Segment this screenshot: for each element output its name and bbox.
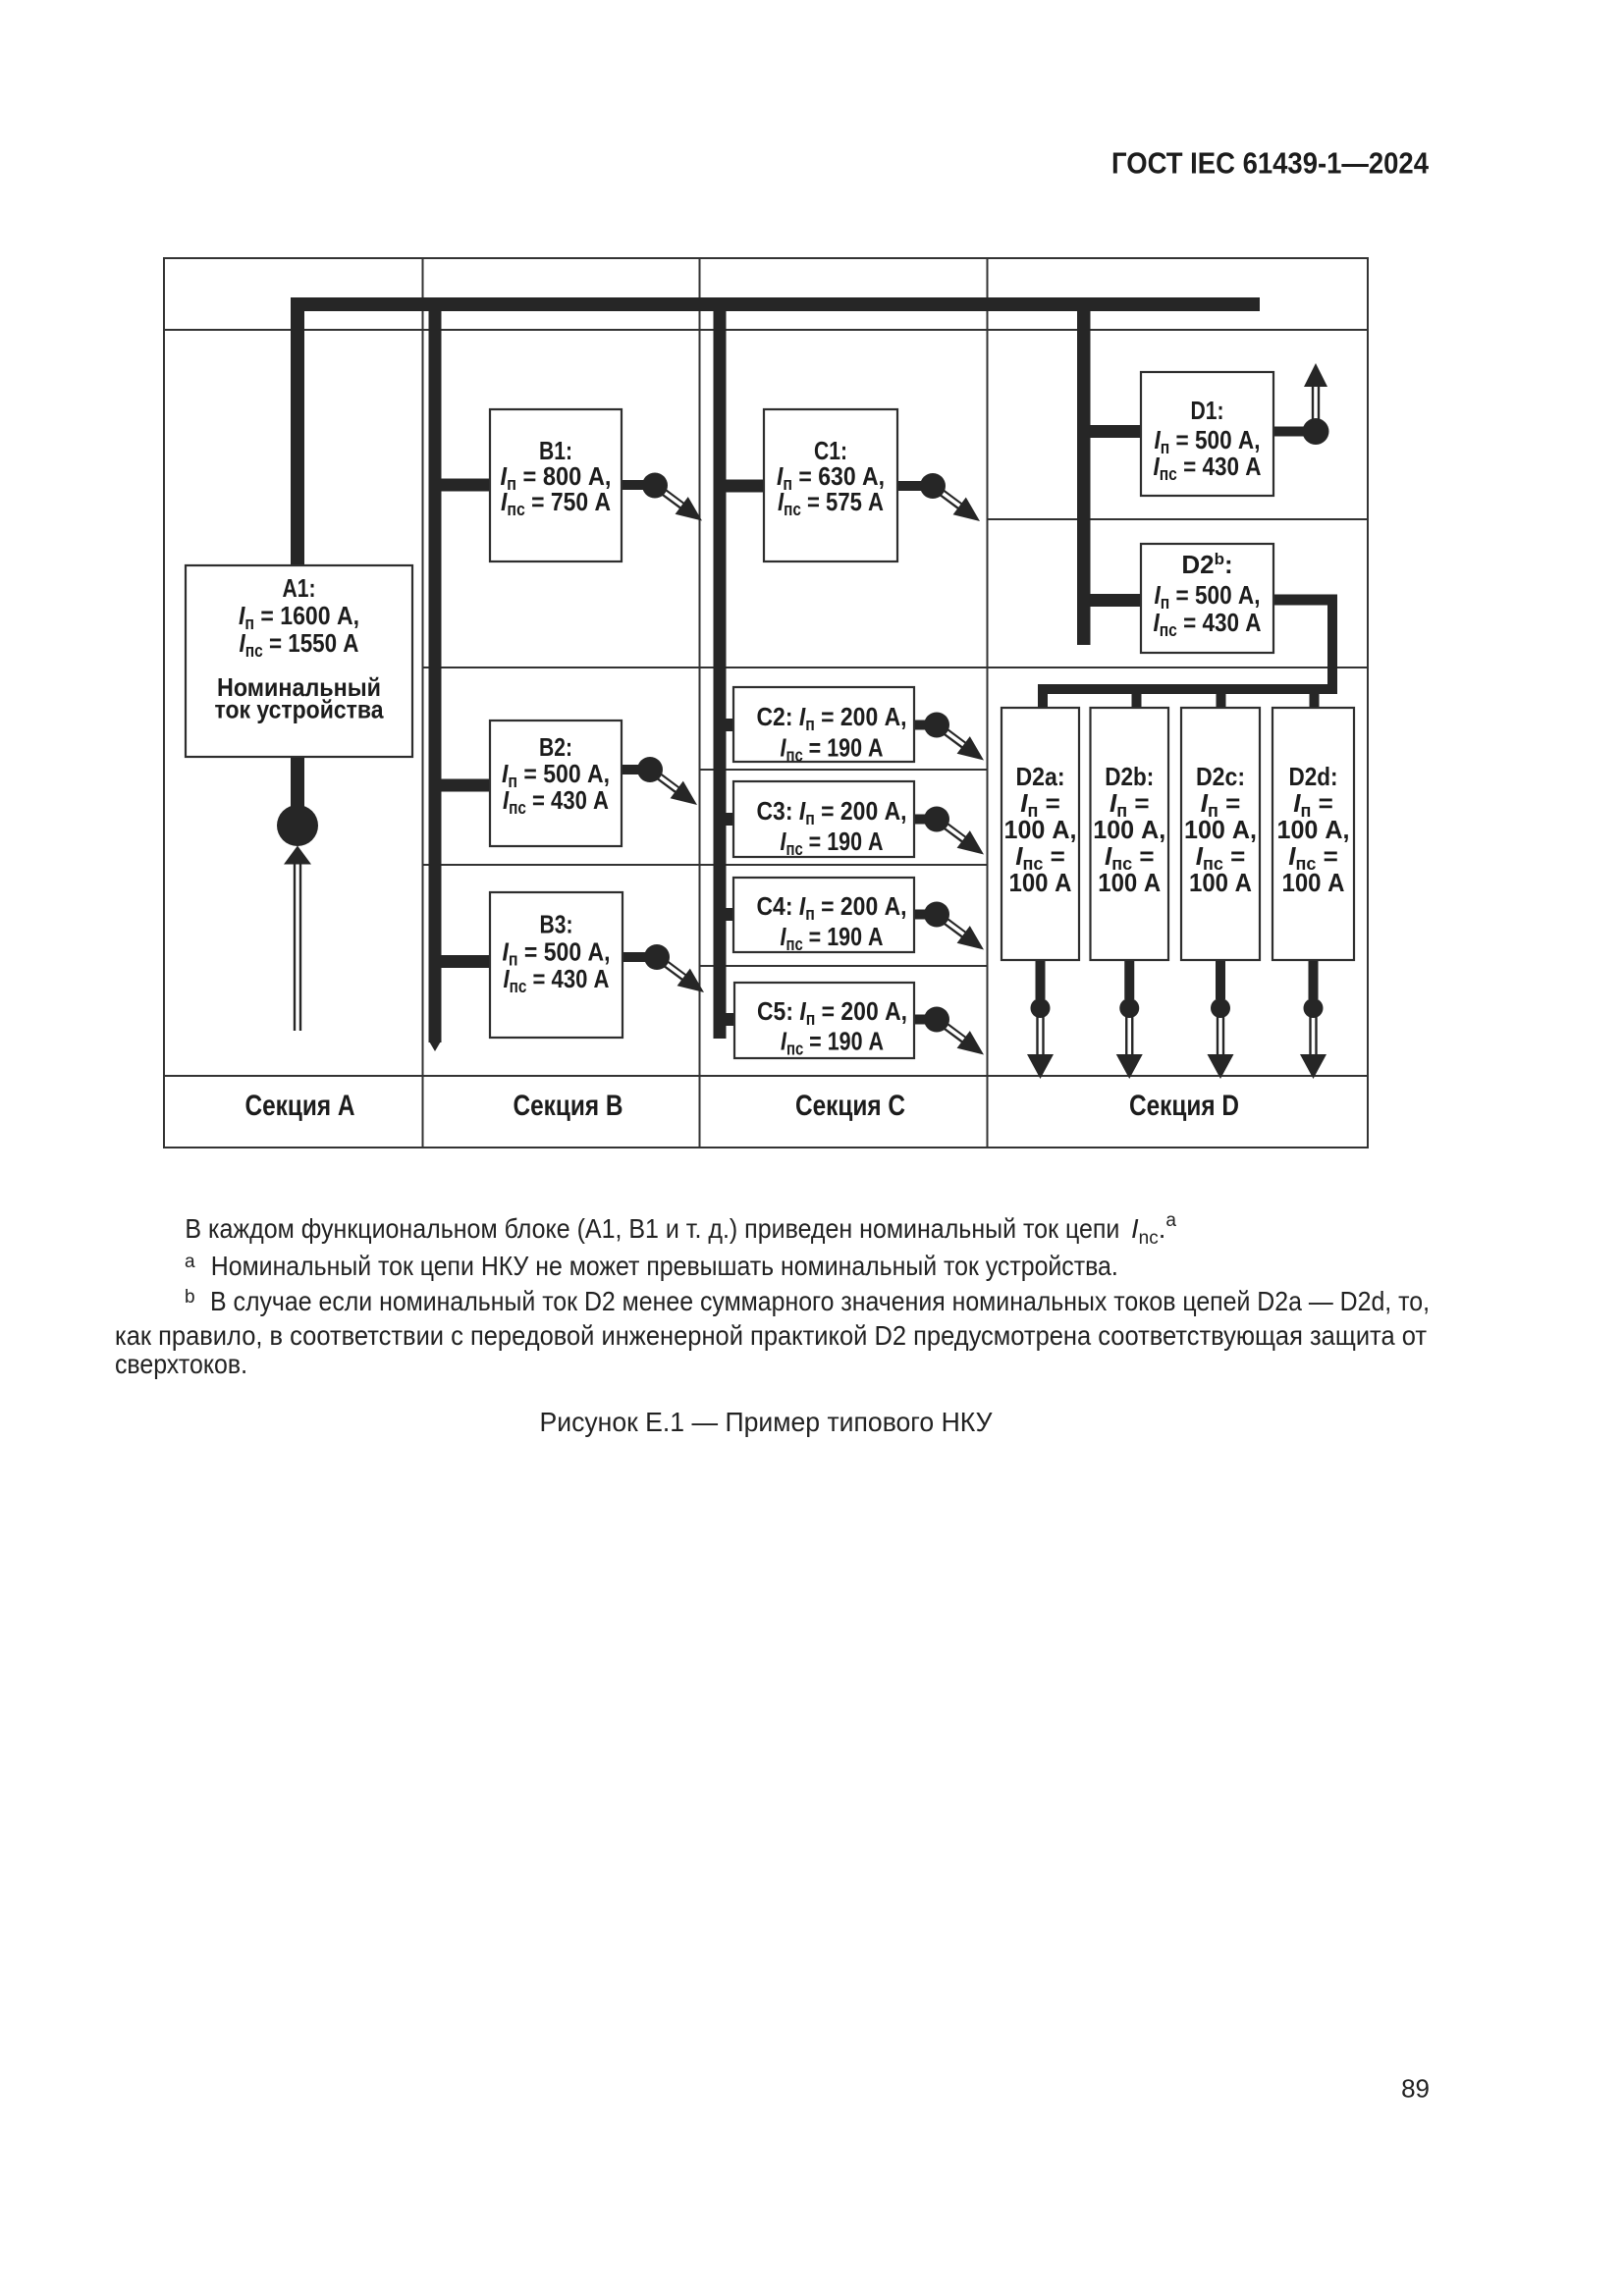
svg-text:Iпс = 430 А: Iпс = 430 А <box>503 785 609 818</box>
svg-text:Номинальный: Номинальный <box>217 672 381 702</box>
svg-text:Секция В: Секция В <box>514 1090 623 1122</box>
svg-text:В каждом функциональном блоке: В каждом функциональном блоке (А1, В1 и … <box>185 1213 1119 1244</box>
svg-text:Секция D: Секция D <box>1129 1090 1239 1122</box>
svg-text:Iп =: Iп = <box>1020 788 1060 821</box>
svg-text:С2: Iп = 200 А,: С2: Iп = 200 А, <box>757 702 907 734</box>
svg-text:D2a:: D2a: <box>1016 762 1065 791</box>
svg-text:100 А,: 100 А, <box>1093 815 1165 844</box>
svg-text:А1:: А1: <box>283 573 316 603</box>
svg-text:100 А,: 100 А, <box>1277 815 1350 844</box>
svg-text:Секция А: Секция А <box>245 1090 355 1122</box>
svg-text:В1:: В1: <box>539 436 572 465</box>
svg-text:сверхтоков.: сверхтоков. <box>115 1349 247 1379</box>
svg-text:Iпс = 1550 А: Iпс = 1550 А <box>240 628 359 661</box>
svg-text:Iп = 500 А,: Iп = 500 А, <box>1155 580 1261 613</box>
svg-text:D1:: D1: <box>1191 396 1224 425</box>
svg-text:В2:: В2: <box>539 732 572 762</box>
svg-text:D2c:: D2c: <box>1196 762 1245 791</box>
svg-text:как правило, в соответствии с: как правило, в соответствии с передовой … <box>115 1320 1427 1351</box>
svg-text:Iпс =: Iпс = <box>1015 841 1065 874</box>
svg-text:Iпс =: Iпс = <box>1105 841 1155 874</box>
svg-text:Iпс = 750 А: Iпс = 750 А <box>501 487 611 519</box>
svg-text:Iпс =: Iпс = <box>1196 841 1246 874</box>
svg-text:100 А,: 100 А, <box>1004 815 1077 844</box>
svg-text:Iп = 800 А,: Iп = 800 А, <box>501 461 612 494</box>
svg-text:100 А: 100 А <box>1009 868 1072 897</box>
svg-text:Iпс = 430 А: Iпс = 430 А <box>1154 608 1262 640</box>
svg-text:С5: Iп = 200 А,: С5: Iп = 200 А, <box>757 996 907 1029</box>
svg-text:Iпс = 430 А: Iпс = 430 А <box>1154 452 1262 484</box>
svg-text:Iпс = 430 А: Iпс = 430 А <box>504 964 610 996</box>
svg-text:ГОСТ IEC 61439-1—2024: ГОСТ IEC 61439-1—2024 <box>1111 146 1430 181</box>
svg-text:С1:: С1: <box>814 436 847 465</box>
svg-text:Iп =: Iп = <box>1110 788 1150 821</box>
svg-text:В случае если номинальный ток: В случае если номинальный ток D2 менее с… <box>210 1286 1430 1316</box>
svg-text:Iп = 630 А,: Iп = 630 А, <box>777 461 885 494</box>
svg-text:100 А,: 100 А, <box>1184 815 1257 844</box>
svg-text:Iп =: Iп = <box>1201 788 1241 821</box>
svg-text:С3: Iп = 200 А,: С3: Iп = 200 А, <box>757 796 907 828</box>
svg-text:Inc.a: Inc.a <box>1131 1210 1176 1249</box>
svg-text:D2b:: D2b: <box>1181 550 1232 579</box>
svg-text:В3:: В3: <box>540 910 573 939</box>
svg-text:ток устройства: ток устройства <box>215 695 384 724</box>
svg-text:Iпс = 190 А: Iпс = 190 А <box>781 827 884 859</box>
svg-text:100 А: 100 А <box>1189 868 1252 897</box>
svg-text:Iп = 1600 А,: Iп = 1600 А, <box>239 601 359 633</box>
svg-text:Iпс =: Iпс = <box>1288 841 1338 874</box>
svg-text:100 А: 100 А <box>1098 868 1161 897</box>
svg-text:Рисунок Е.1 — Пример типового: Рисунок Е.1 — Пример типового НКУ <box>540 1407 994 1437</box>
svg-text:89: 89 <box>1401 2074 1430 2104</box>
svg-text:Iп = 500 А,: Iп = 500 А, <box>1155 425 1261 457</box>
svg-text:Номинальный ток цепи НКУ не мо: Номинальный ток цепи НКУ не может превыш… <box>211 1251 1118 1281</box>
svg-text:D2d:: D2d: <box>1289 762 1338 791</box>
svg-text:D2b:: D2b: <box>1105 762 1154 791</box>
svg-text:Секция С: Секция С <box>795 1090 905 1122</box>
svg-text:С4: Iп = 200 А,: С4: Iп = 200 А, <box>757 891 907 924</box>
svg-text:b: b <box>185 1287 195 1308</box>
svg-text:Iпс = 190 А: Iпс = 190 А <box>781 1027 884 1059</box>
svg-text:100 А: 100 А <box>1282 868 1345 897</box>
svg-text:Iп = 500 А,: Iп = 500 А, <box>502 759 610 791</box>
svg-text:Iп = 500 А,: Iп = 500 А, <box>503 937 611 970</box>
svg-text:Iпс = 190 А: Iпс = 190 А <box>781 922 884 954</box>
svg-text:Iпс = 190 А: Iпс = 190 А <box>781 733 884 766</box>
svg-text:a: a <box>185 1252 195 1272</box>
svg-text:Iп =: Iп = <box>1293 788 1333 821</box>
svg-text:Iпс = 575 А: Iпс = 575 А <box>778 487 884 519</box>
